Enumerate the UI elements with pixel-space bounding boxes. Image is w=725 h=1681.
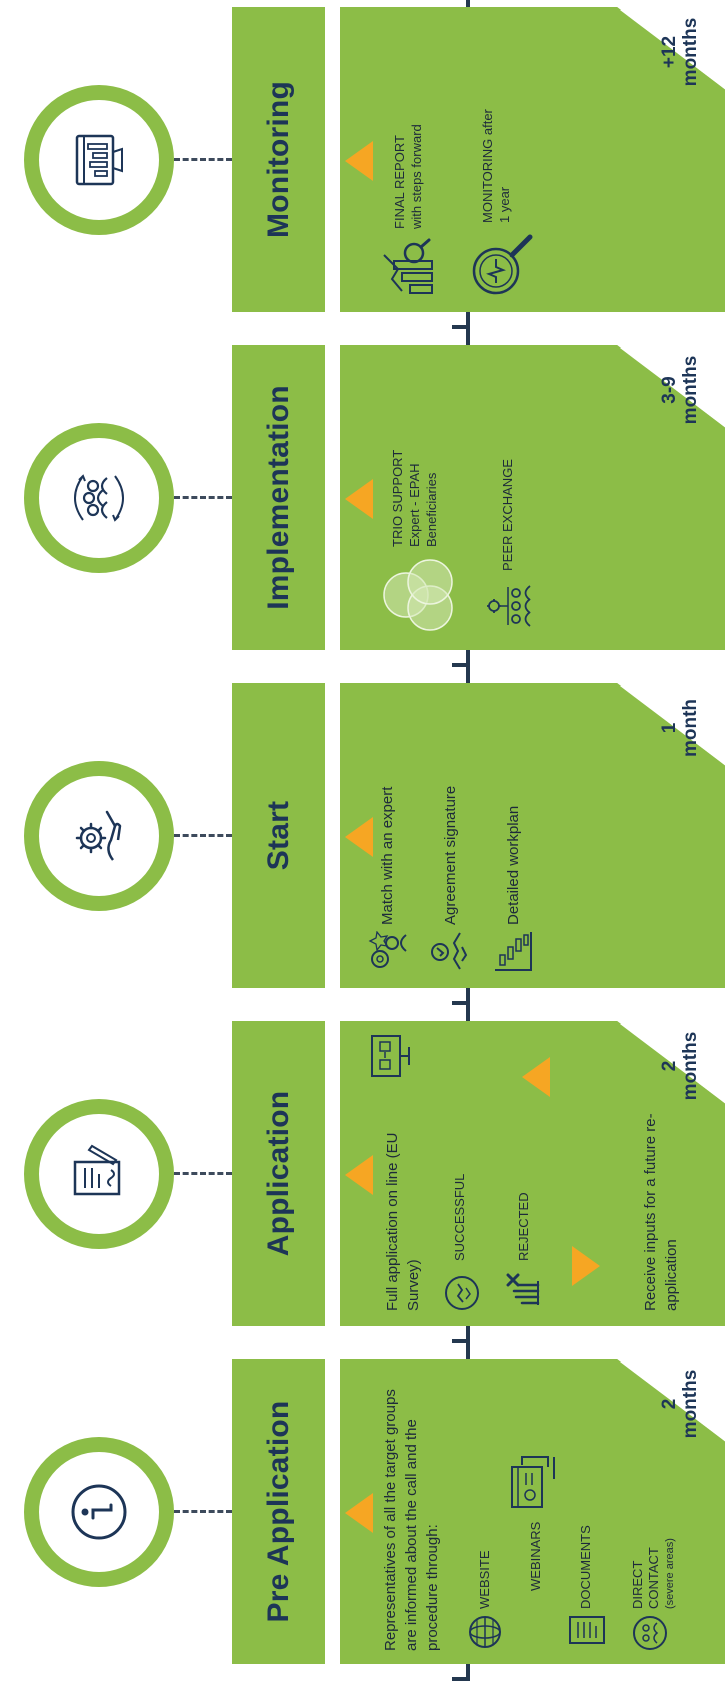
team-cycle-icon — [74, 474, 124, 522]
orange-arrow — [345, 141, 373, 181]
dashboard-icon — [75, 134, 123, 186]
channel-label: WEBSITE — [477, 1550, 492, 1609]
globe-icon — [469, 1616, 501, 1648]
connector-dash — [174, 1172, 232, 1175]
step-text: Agreement signature — [442, 785, 459, 925]
step-text: Beneficiaries — [424, 472, 439, 547]
duration-value: +12 — [659, 35, 680, 69]
step-text: Receive inputs for a future re-applicati… — [642, 1113, 680, 1311]
channel-note: (severe areas) — [664, 1538, 676, 1609]
phase-title: Monitoring — [232, 7, 325, 312]
gantt-chart-icon — [495, 932, 532, 971]
connector-dash — [174, 496, 232, 499]
duration-unit: month — [680, 698, 701, 758]
document-icon — [569, 1616, 605, 1644]
timeline-tick — [452, 1339, 470, 1343]
orange-arrow — [345, 1155, 373, 1195]
info-icon-circle — [24, 1437, 174, 1587]
duration-value: 2 — [659, 1398, 680, 1410]
report-analysis-icon — [383, 238, 433, 294]
webinar-icon — [511, 1456, 555, 1508]
handshake-circle-icon — [445, 1276, 479, 1310]
connector-dash — [174, 158, 232, 161]
team-cycle-icon-circle — [24, 423, 174, 573]
step-text: PEER EXCHANGE — [500, 459, 515, 571]
document-sign-icon — [73, 1144, 121, 1196]
rejected-hand-icon — [506, 1273, 540, 1305]
duration-value: 1 — [659, 722, 680, 734]
duration-unit: months — [680, 1369, 701, 1439]
orange-arrow — [345, 817, 373, 857]
intro-text: Representatives of all the target groups… — [382, 1389, 441, 1651]
info-icon — [71, 1484, 127, 1540]
phase-title: Application — [232, 1021, 325, 1326]
step-text: Full application on line (EU Survey) — [384, 1132, 422, 1311]
people-contact-icon — [633, 1616, 667, 1650]
peer-exchange-icon — [487, 585, 531, 627]
connector-dash — [174, 834, 232, 837]
phase-title: Pre Application — [232, 1359, 325, 1664]
gear-hand-icon — [75, 810, 122, 861]
channel-label: DOCUMENTS — [578, 1525, 593, 1609]
channel-label: DIRECT CONTACT — [630, 1547, 661, 1609]
orange-arrow — [345, 1493, 373, 1533]
duration-value: 2 — [659, 1060, 680, 1072]
duration-value: 3-9 — [659, 376, 680, 404]
timeline-tick — [452, 1677, 470, 1681]
match-expert-icon — [368, 931, 407, 968]
document-sign-icon-circle — [24, 1099, 174, 1249]
step-text: with steps forward — [409, 124, 424, 229]
monitoring-magnifier-icon — [472, 234, 533, 295]
step-text: TRIO SUPPORT — [390, 449, 405, 547]
timeline-tick — [452, 663, 470, 667]
phase-title: Implementation — [232, 345, 325, 650]
agreement-icon — [431, 932, 468, 970]
gear-hand-icon-circle — [24, 761, 174, 911]
step-text: Match with an expert — [379, 786, 396, 925]
step-text: 1 year — [497, 186, 512, 223]
orange-arrow — [572, 1246, 600, 1286]
duration-unit: months — [680, 17, 701, 87]
venn-icon — [383, 559, 453, 631]
orange-arrow — [522, 1057, 550, 1097]
duration-unit: months — [680, 1031, 701, 1101]
step-text: Expert - EPAH — [407, 463, 422, 547]
step-text: Detailed workplan — [505, 805, 522, 925]
step-text: FINAL REPORT — [392, 135, 407, 229]
timeline-tick — [452, 325, 470, 329]
timeline-tick — [452, 1001, 470, 1005]
computer-form-icon — [371, 1035, 410, 1077]
step-text: MONITORING after — [480, 109, 495, 223]
connector-dash — [174, 1510, 232, 1513]
channel-label: WEBINARS — [528, 1521, 543, 1591]
step-text: REJECTED — [516, 1192, 531, 1261]
step-text: SUCCESSFUL — [452, 1173, 467, 1261]
duration-unit: months — [680, 355, 701, 425]
phase-title: Start — [232, 683, 325, 988]
dashboard-icon-circle — [24, 85, 174, 235]
orange-arrow — [345, 479, 373, 519]
